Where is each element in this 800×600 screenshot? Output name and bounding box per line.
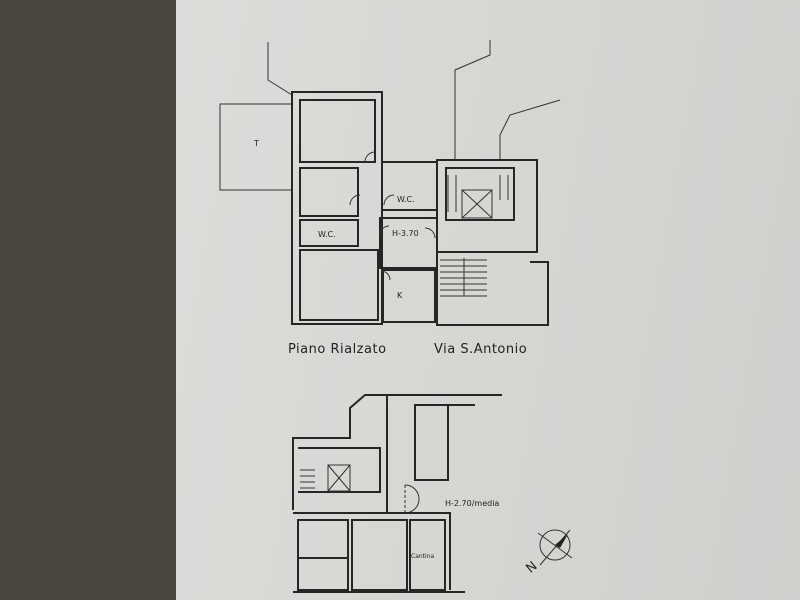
room-height-label: H-3.70: [392, 229, 419, 238]
ground-floor-plan: [219, 40, 561, 326]
room-label-kitchen: K: [397, 291, 403, 300]
room-label-t: T: [254, 139, 259, 148]
room-label-cantina: Cantina: [411, 553, 435, 560]
north-arrow-icon: [537, 529, 573, 566]
basement-plan: [292, 394, 502, 593]
room-label-wc-1: W.C.: [397, 195, 415, 204]
basement-height-label: H-2.70/media: [445, 499, 500, 508]
floor-plan-sheet: [176, 0, 800, 600]
floor-title: Piano Rialzato: [288, 342, 387, 357]
room-label-wc-2: W.C.: [318, 230, 336, 239]
street-label: Via S.Antonio: [434, 342, 528, 357]
